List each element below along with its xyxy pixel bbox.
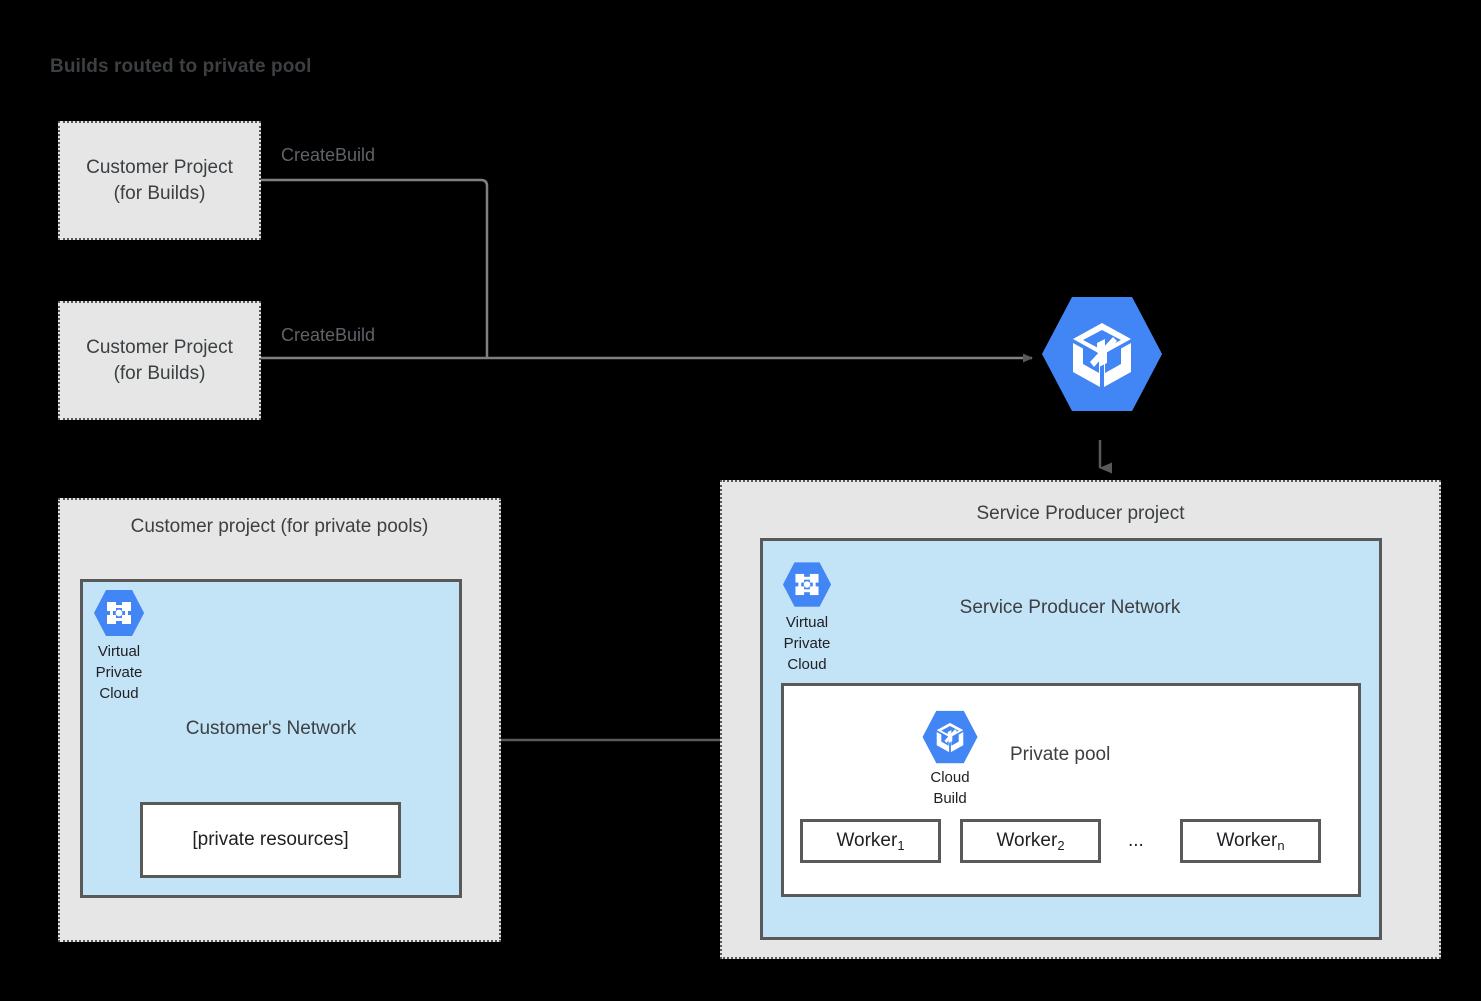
vpc-icon-caption-producer: Virtual Private Cloud (772, 612, 842, 675)
worker-2-label: Worker2 (996, 830, 1065, 853)
private-pool-box[interactable] (781, 683, 1361, 897)
cloud-build-icon-pool[interactable] (922, 710, 978, 764)
customer-build-project-1-line2: (for Builds) (113, 183, 206, 204)
customer-build-project-1[interactable]: Customer Project (for Builds) (58, 121, 261, 240)
private-resources-box[interactable]: [private resources] (140, 802, 401, 878)
customer-build-project-1-line1: Customer Project (86, 157, 233, 178)
vpc-caption-line-3: Cloud (99, 685, 139, 702)
vpc-caption-line-2: Private (95, 664, 143, 681)
customer-build-project-2-line1: Customer Project (86, 337, 233, 358)
cloud-build-caption-line-2: Build (933, 790, 967, 807)
customer-build-project-2-line2: (for Builds) (113, 363, 206, 384)
worker-1-label: Worker1 (836, 830, 905, 853)
createbuild-label-2: CreateBuild (281, 325, 376, 345)
cloud-build-caption-line-1: Cloud (930, 769, 970, 786)
private-resources-label: [private resources] (192, 829, 349, 850)
page-title: Builds routed to private pool (50, 56, 312, 77)
worker-box-n[interactable]: Workern (1180, 819, 1321, 863)
virtual-private-cloud-icon[interactable] (93, 589, 145, 637)
vpc-icon-caption-customer: Virtual Private Cloud (84, 641, 154, 704)
vpc-caption-producer-line-3: Cloud (787, 656, 827, 673)
vpc-caption-producer-line-2: Private (783, 635, 831, 652)
cloud-build-icon-caption: Cloud Build (915, 767, 985, 809)
worker-box-2[interactable]: Worker2 (960, 819, 1101, 863)
virtual-private-cloud-icon-producer[interactable] (782, 561, 832, 608)
customer-build-project-2[interactable]: Customer Project (for Builds) (58, 301, 261, 420)
customer-project-heading: Customer project (for private pools) (130, 516, 429, 537)
createbuild-label-1: CreateBuild (281, 145, 376, 165)
cloud-build-icon[interactable] (1041, 295, 1163, 413)
service-producer-network-heading: Service Producer Network (959, 597, 1181, 618)
workers-ellipsis: ... (1128, 830, 1144, 851)
private-pool-heading: Private pool (1010, 744, 1111, 765)
vpc-caption-line-1: Virtual (97, 643, 141, 660)
service-producer-project-heading: Service Producer project (976, 503, 1185, 524)
worker-n-label: Workern (1216, 830, 1285, 853)
vpc-caption-producer-line-1: Virtual (785, 614, 829, 631)
customers-network-heading: Customer's Network (185, 718, 357, 739)
worker-box-1[interactable]: Worker1 (800, 819, 941, 863)
